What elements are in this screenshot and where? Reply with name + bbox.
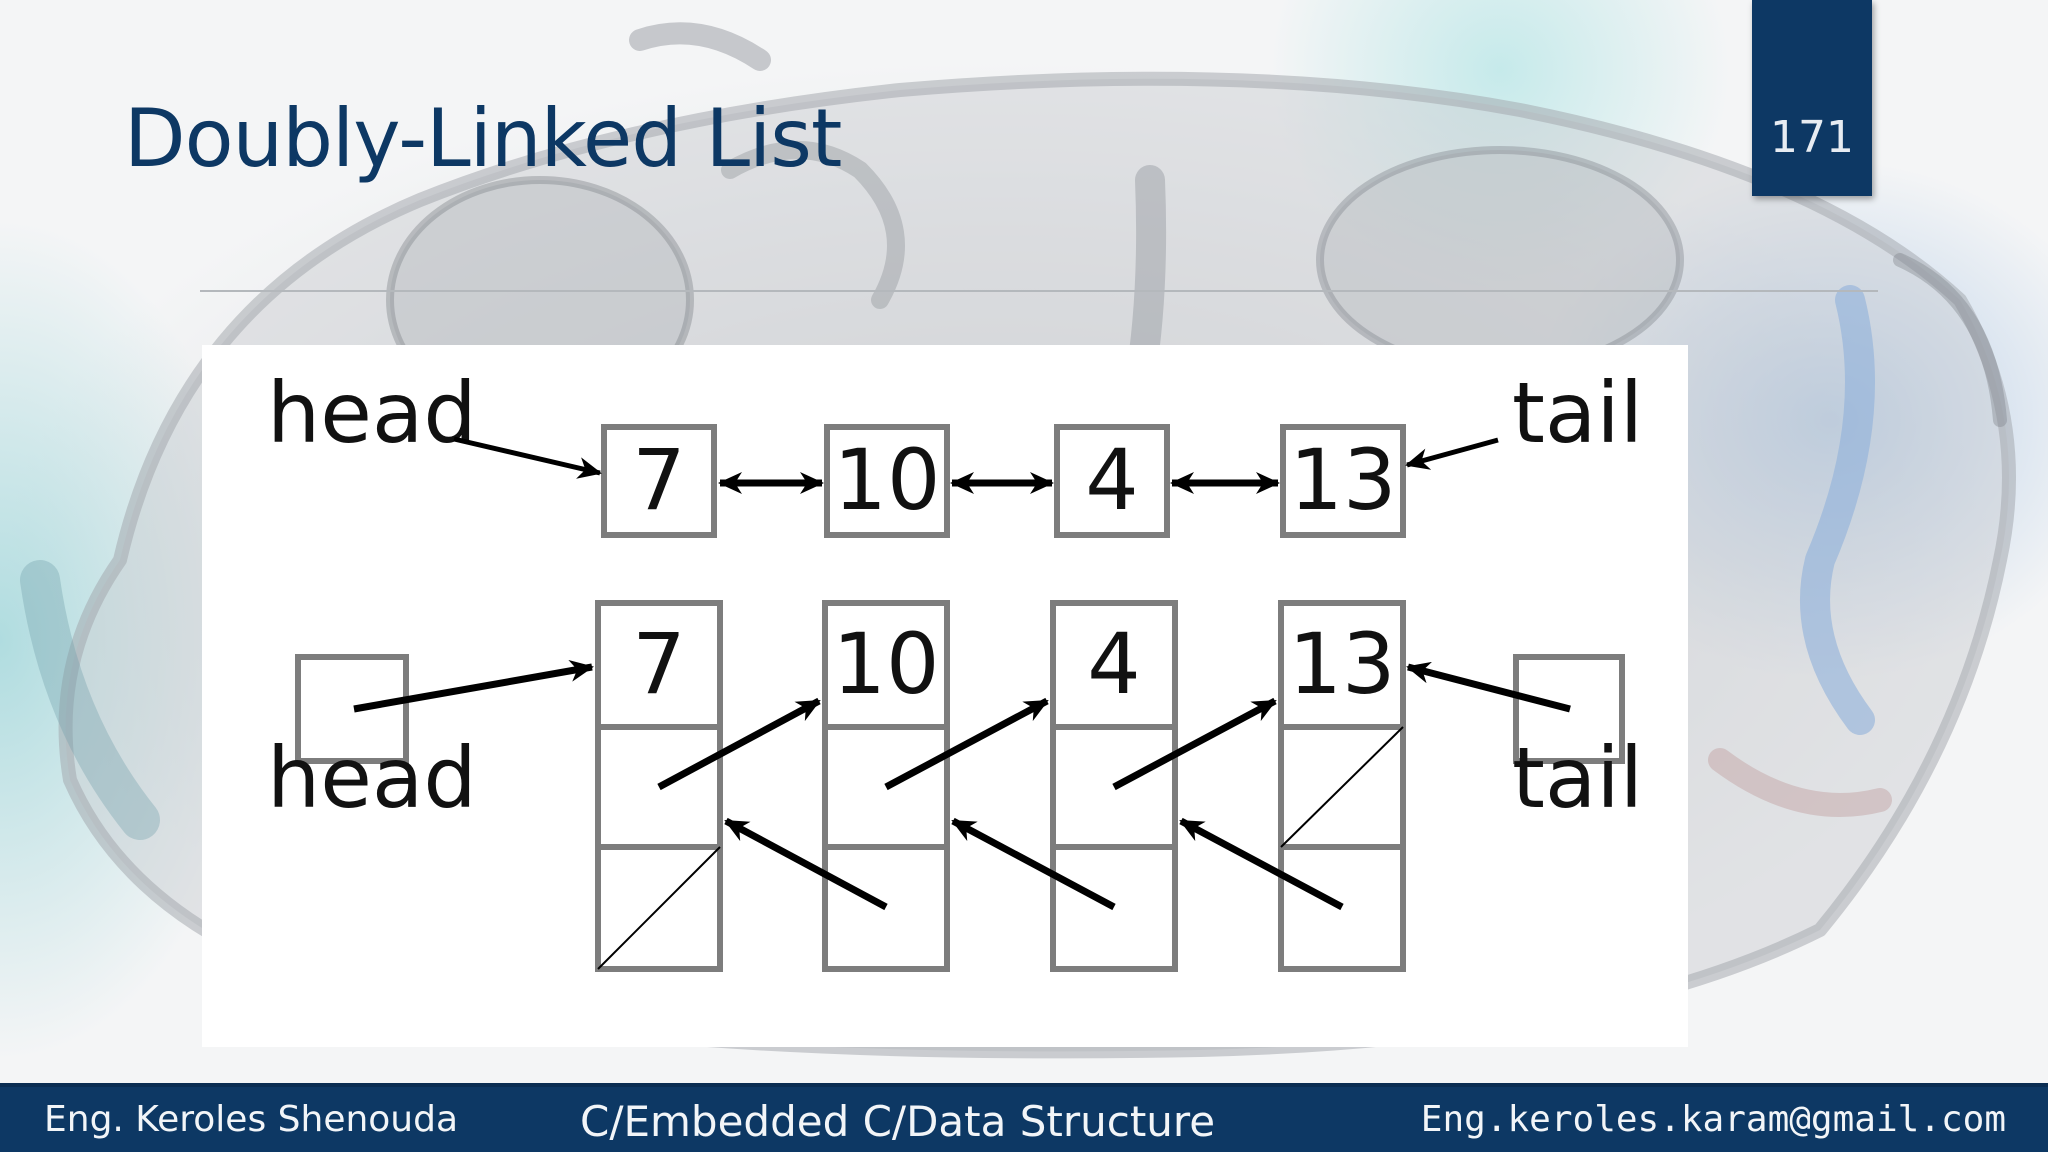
prev-pointer-arrow (951, 817, 1116, 911)
top-node: 7 (601, 424, 717, 538)
top-head-arrow (453, 436, 602, 479)
next-pointer-arrow (657, 697, 821, 791)
top-node-value: 10 (834, 431, 941, 529)
linked-list-diagram: head tail 7 10 4 13 (202, 345, 1688, 1047)
page-number: 171 (1770, 112, 1854, 163)
footer-email: Eng.keroles.karam@gmail.com (1420, 1099, 2006, 1140)
bottom-node-value: 7 (632, 615, 685, 713)
bottom-node-value: 10 (833, 615, 940, 713)
slide-title: Doubly-Linked List (124, 92, 842, 185)
bottom-node-value: 4 (1087, 615, 1140, 713)
bottom-node: 10 (822, 600, 950, 972)
prev-pointer-arrow (724, 817, 888, 911)
footer-author: Eng. Keroles Shenouda (44, 1099, 459, 1140)
prev-pointer-arrow (1179, 817, 1344, 911)
top-head-label: head (267, 364, 477, 462)
bottom-head-box (295, 654, 409, 764)
top-node-value: 4 (1085, 431, 1138, 529)
bottom-head-pointer (353, 659, 594, 713)
bottom-node: 4 (1050, 600, 1178, 972)
bottom-tail-pointer (1406, 661, 1571, 713)
bottom-head-label: head (267, 729, 477, 827)
bottom-node: 7 (595, 600, 723, 972)
footer-course-title: C/Embedded C/Data Structure (580, 1097, 1216, 1146)
footer-bar: Eng. Keroles Shenouda C/Embedded C/Data … (0, 1083, 2048, 1152)
diagram-canvas: head tail 7 10 4 13 (267, 364, 1643, 972)
top-node: 10 (824, 424, 950, 538)
top-tail-arrow (1405, 437, 1499, 470)
title-divider (200, 290, 1878, 292)
bottom-node: 13 (1278, 600, 1406, 972)
next-pointer-arrow (1112, 697, 1277, 791)
page-number-tab: 171 (1752, 0, 1872, 196)
top-node: 4 (1054, 424, 1170, 538)
top-node-value: 7 (632, 431, 685, 529)
top-node: 13 (1280, 424, 1406, 538)
next-pointer-arrow (884, 697, 1049, 791)
bottom-node-value: 13 (1289, 615, 1396, 713)
top-tail-label: tail (1512, 364, 1643, 462)
top-node-value: 13 (1290, 431, 1397, 529)
bottom-tail-label: tail (1512, 729, 1643, 827)
